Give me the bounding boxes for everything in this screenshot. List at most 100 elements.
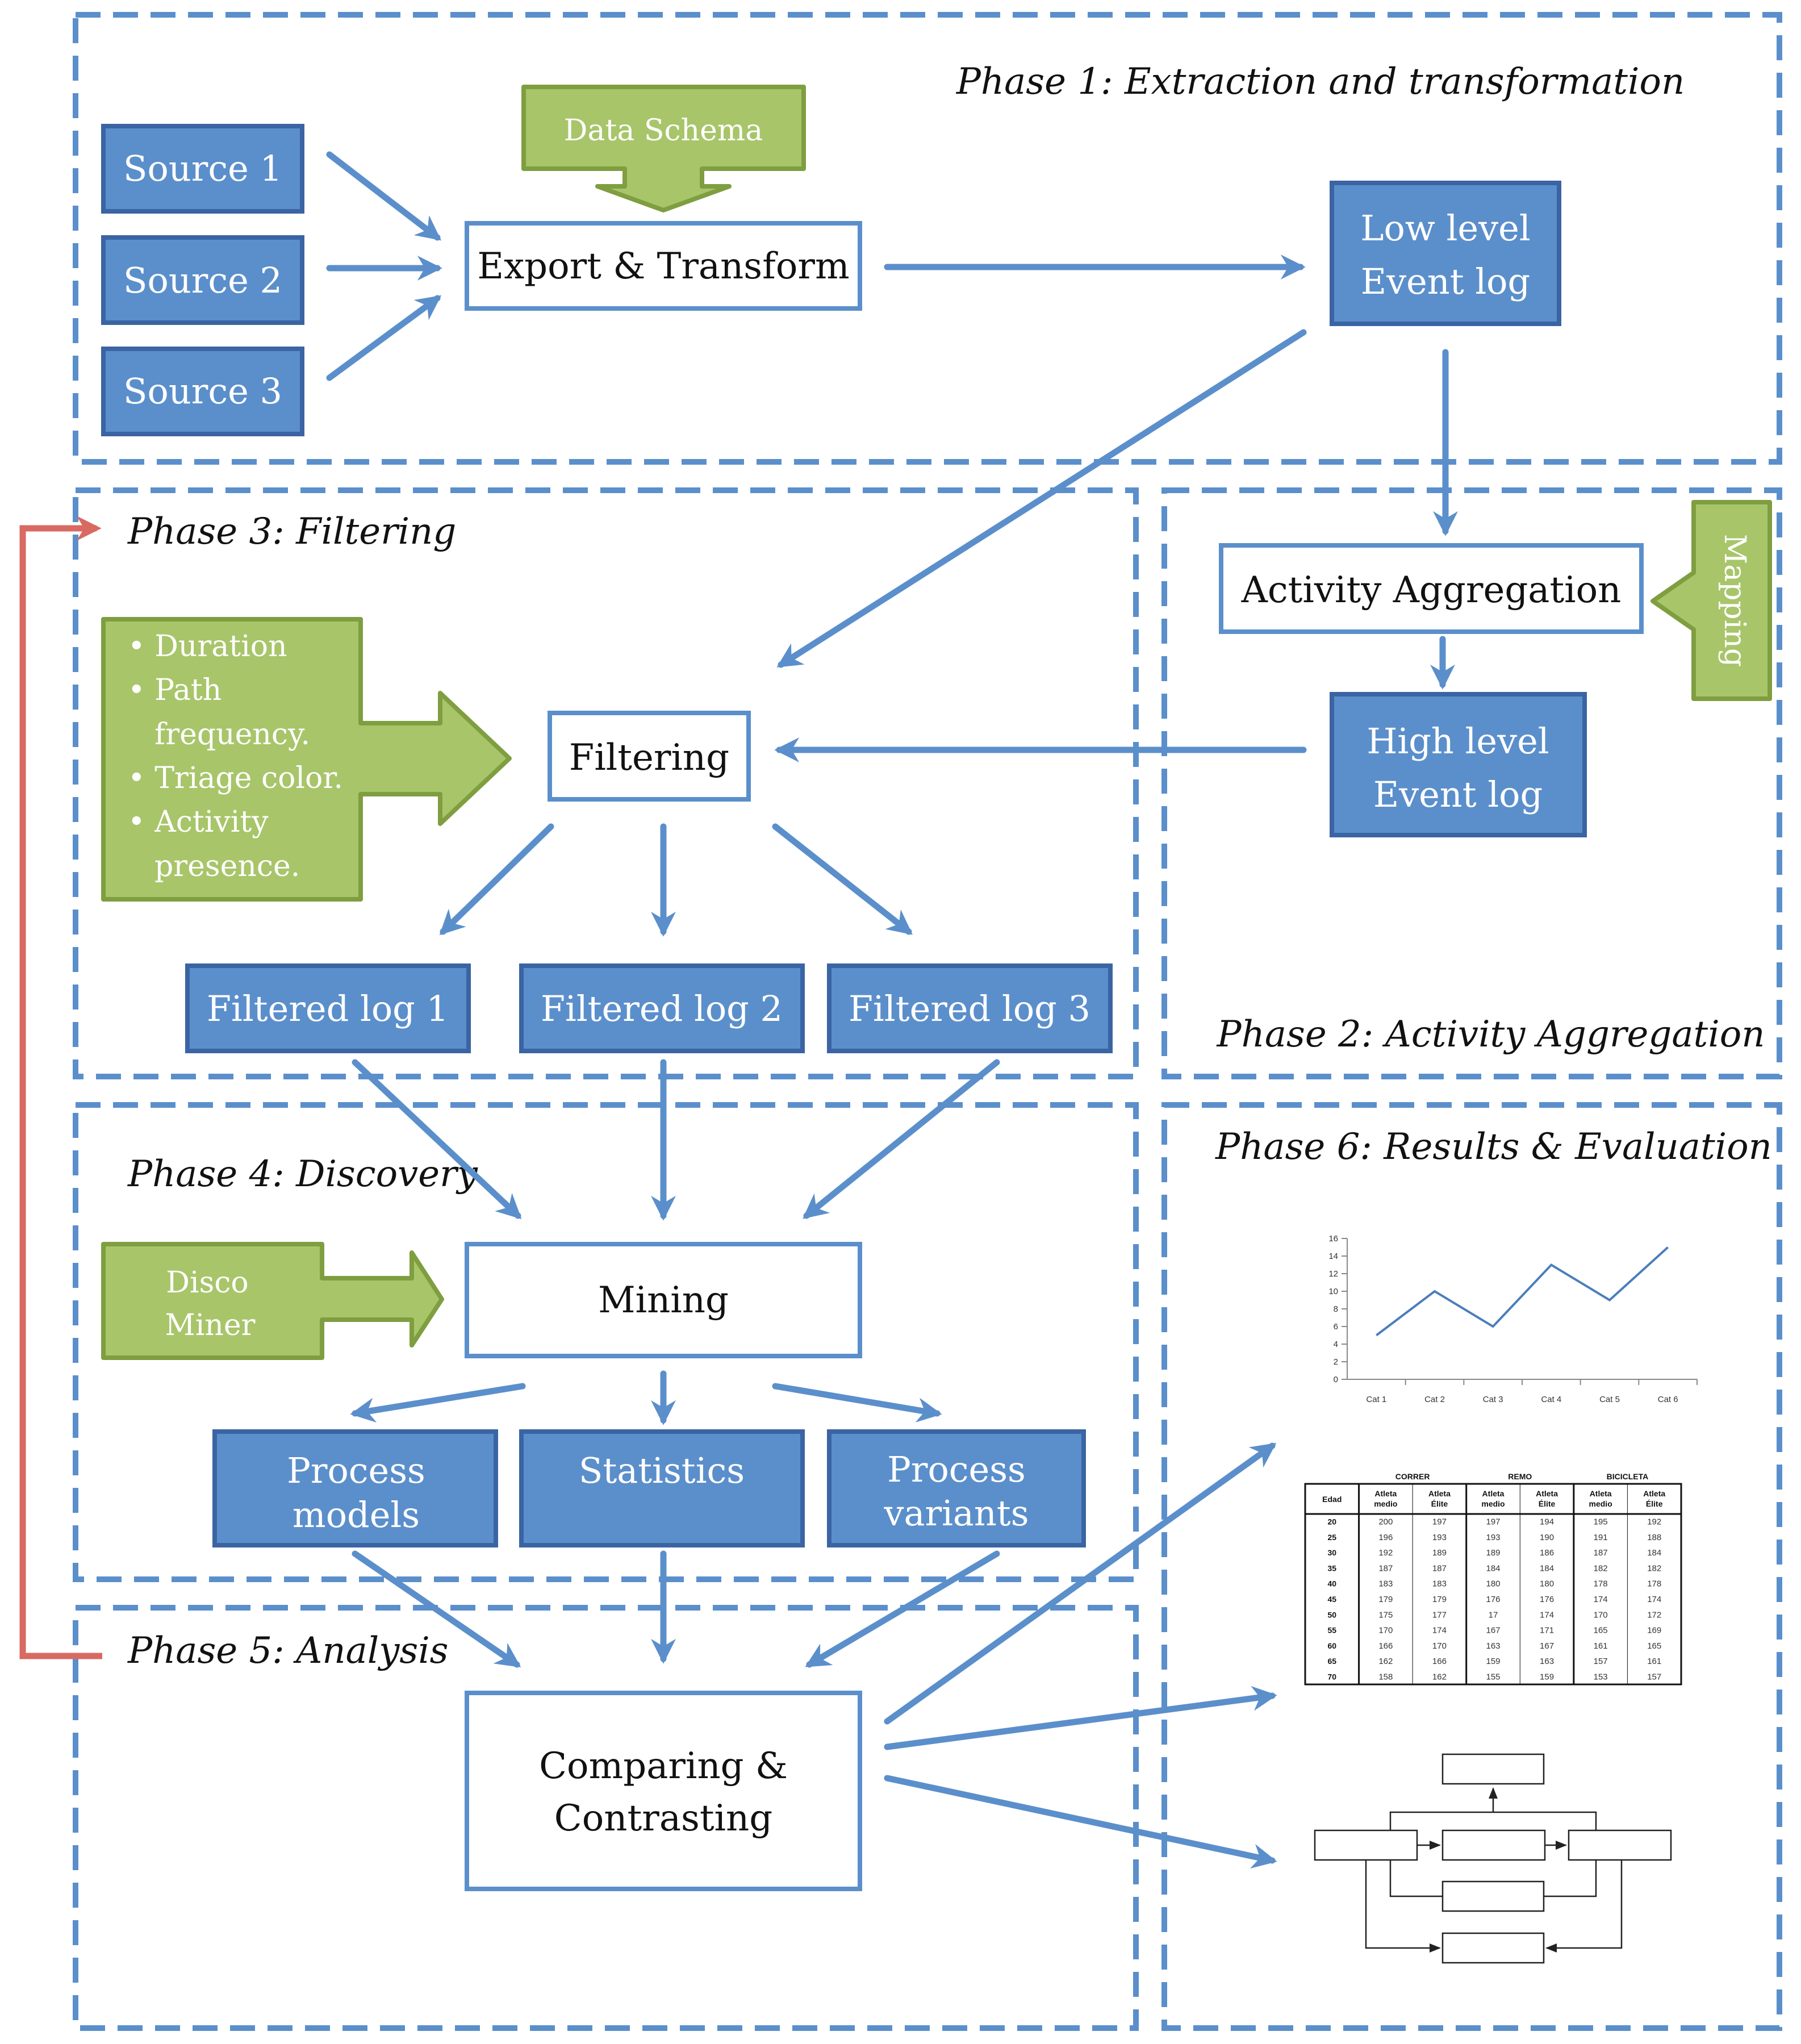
- filter-criteria-callout: • Duration • Path frequency. • Triage co…: [101, 617, 512, 902]
- table-cell: 158: [1378, 1672, 1393, 1682]
- chart-series-line: [1376, 1246, 1669, 1337]
- table-cell: 175: [1378, 1610, 1393, 1620]
- data-schema-label: Data Schema: [564, 114, 763, 148]
- arrow-filtering-log3: [772, 823, 913, 935]
- table-cell: 200: [1378, 1517, 1393, 1527]
- table-cell: 182: [1647, 1563, 1661, 1573]
- table-group-header: REMO: [1508, 1472, 1532, 1481]
- table-cell: 183: [1432, 1579, 1447, 1589]
- mining-box: Mining: [465, 1242, 862, 1358]
- process-variants-line1: Process: [887, 1449, 1026, 1490]
- process-models-line2: models: [292, 1494, 420, 1536]
- arrow-lowlevel-filtering: [776, 329, 1307, 668]
- table-cell: 179: [1378, 1595, 1393, 1604]
- criteria-path: • Path: [128, 673, 222, 707]
- filtering-label: Filtering: [569, 737, 729, 779]
- table-cell: 20: [1327, 1517, 1336, 1526]
- arrow-models-comparing: [352, 1550, 521, 1668]
- source-3-box: Source 3: [101, 347, 304, 436]
- table-cell: 193: [1486, 1533, 1500, 1542]
- table-cell: 60: [1327, 1641, 1336, 1650]
- disco-miner-callout: Disco Miner: [101, 1242, 444, 1360]
- chart-y-tick-label: 12: [1328, 1269, 1338, 1279]
- table-cell: 192: [1647, 1517, 1661, 1527]
- arrow-mining-models: [350, 1383, 526, 1423]
- table-cell: 184: [1540, 1563, 1554, 1573]
- process-models-line1: Process: [287, 1450, 425, 1491]
- comparing-contrasting-box: Comparing & Contrasting: [465, 1691, 862, 1891]
- table-cell: 187: [1594, 1548, 1608, 1558]
- flow-node-right: [1568, 1829, 1672, 1861]
- comparing-line1: Comparing &: [539, 1745, 788, 1787]
- arrow-mining-variants: [772, 1383, 942, 1423]
- filtering-box: Filtering: [548, 711, 751, 802]
- data-schema-callout: Data Schema: [521, 85, 806, 212]
- mapping-label: Mapping: [1718, 534, 1752, 667]
- table-cell: 45: [1327, 1595, 1336, 1604]
- chart-y-tick-label: 10: [1328, 1287, 1338, 1296]
- table-cell: 172: [1647, 1610, 1661, 1620]
- process-models-box: Process models: [212, 1429, 498, 1547]
- table-cell: 184: [1647, 1548, 1661, 1558]
- table-cell: 159: [1540, 1672, 1554, 1682]
- chart-y-tick-label: 2: [1334, 1357, 1338, 1367]
- disco-label: Disco: [166, 1266, 248, 1300]
- table-cell: 159: [1486, 1657, 1500, 1666]
- table-cell: 174: [1647, 1595, 1661, 1604]
- table-cell: 192: [1378, 1548, 1393, 1558]
- table-cell: 187: [1378, 1563, 1393, 1573]
- table-cell: 188: [1647, 1533, 1661, 1542]
- chart-x-tick-label: Cat 6: [1658, 1395, 1678, 1404]
- table-column-header: Atleta: [1590, 1489, 1612, 1498]
- table-cell: 166: [1378, 1641, 1393, 1651]
- miner-label: Miner: [165, 1308, 256, 1342]
- chart-x-tick-label: Cat 5: [1599, 1395, 1620, 1404]
- chart-x-tick-label: Cat 2: [1424, 1395, 1445, 1404]
- phase-4-region: [73, 1102, 1139, 1582]
- table-cell: 157: [1594, 1657, 1608, 1666]
- flow-node-middle: [1441, 1829, 1546, 1861]
- table-cell: 161: [1647, 1657, 1661, 1666]
- table-cell: 186: [1540, 1548, 1554, 1558]
- table-cell: 197: [1432, 1517, 1447, 1527]
- chart-y-tick-label: 8: [1334, 1304, 1338, 1314]
- table-cell: 194: [1540, 1517, 1554, 1527]
- table-cell: 30: [1327, 1548, 1336, 1557]
- table-cell: 193: [1432, 1533, 1447, 1542]
- source-2-box: Source 2: [101, 235, 304, 325]
- high-level-event-log-box: High level Event log: [1330, 692, 1587, 837]
- table-cell: 174: [1540, 1610, 1554, 1620]
- table-cell: 187: [1432, 1563, 1447, 1573]
- low-level-line2: Event log: [1361, 261, 1530, 302]
- arrow-source1-export: [326, 151, 441, 241]
- chart-x-tick-label: Cat 3: [1483, 1395, 1503, 1404]
- process-variants-line2: variants: [883, 1492, 1029, 1534]
- table-column-header: Élite: [1431, 1499, 1448, 1508]
- phase-6-region: [1161, 1102, 1782, 2031]
- chart-y-tick-label: 16: [1328, 1234, 1338, 1244]
- table-column-header: medio: [1481, 1499, 1505, 1508]
- phase-1-title: Phase 1: Extraction and transformation: [956, 61, 1685, 103]
- mining-label: Mining: [598, 1279, 729, 1321]
- phase-3-region: [73, 487, 1139, 1079]
- table-cell: 155: [1486, 1672, 1500, 1682]
- table-column-header: Élite: [1539, 1499, 1556, 1508]
- table-cell: 170: [1594, 1610, 1608, 1620]
- table-column-header: Élite: [1646, 1499, 1663, 1508]
- table-cell: 170: [1432, 1641, 1447, 1651]
- table-cell: 70: [1327, 1672, 1336, 1681]
- table-cell: 190: [1540, 1533, 1554, 1542]
- table-cell: 180: [1486, 1579, 1500, 1589]
- arrow-comparing-chart: [884, 1442, 1277, 1725]
- table-cell: 195: [1594, 1517, 1608, 1527]
- table-cell: 162: [1378, 1657, 1393, 1666]
- low-level-event-log-box: Low level Event log: [1330, 181, 1561, 326]
- chart-y-tick-label: 4: [1334, 1340, 1338, 1349]
- criteria-activity: • Activity: [128, 805, 269, 839]
- criteria-path-frequency: frequency.: [154, 718, 310, 752]
- table-cell: 184: [1486, 1563, 1500, 1573]
- phase-2-title: Phase 2: Activity Aggregation: [1217, 1013, 1765, 1056]
- table-cell: 179: [1432, 1595, 1447, 1604]
